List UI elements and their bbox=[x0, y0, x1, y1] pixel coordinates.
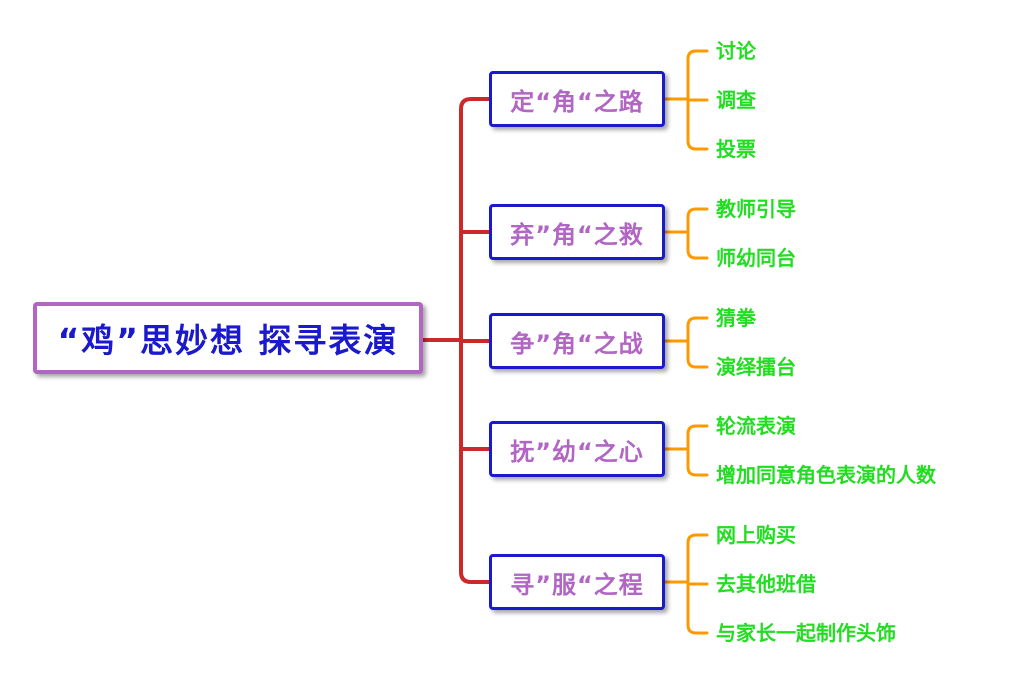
branch-label: 寻”服“之程 bbox=[510, 570, 644, 599]
leaf-label: 去其他班借 bbox=[716, 572, 816, 596]
branch-label: 争”角“之战 bbox=[510, 329, 644, 358]
leaf-label: 师幼同台 bbox=[716, 246, 796, 270]
leaf-bracket bbox=[686, 424, 709, 477]
branch-node-5: 寻”服“之程 bbox=[489, 554, 665, 610]
leaf-label: 讨论 bbox=[716, 39, 756, 63]
branch-label: 抚”幼“之心 bbox=[510, 437, 644, 466]
branch-label: 弃”角“之救 bbox=[510, 220, 644, 249]
branch-node-3: 争”角“之战 bbox=[489, 313, 665, 369]
trunk-lines bbox=[421, 97, 491, 584]
branch-node-4: 抚”幼“之心 bbox=[489, 421, 665, 477]
root-label: “鸡”思妙想 探寻表演 bbox=[57, 321, 399, 360]
leaf-label: 轮流表演 bbox=[716, 414, 796, 438]
branch-label: 定“角“之路 bbox=[510, 87, 644, 116]
leaf-label: 猜拳 bbox=[716, 306, 756, 330]
root-node: “鸡”思妙想 探寻表演 bbox=[33, 302, 423, 374]
leaf-label: 与家长一起制作头饰 bbox=[716, 621, 896, 645]
branch-node-1: 定“角“之路 bbox=[489, 71, 665, 127]
leaf-label: 演绎擂台 bbox=[716, 355, 796, 379]
leaf-label: 投票 bbox=[716, 137, 756, 161]
leaf-bracket bbox=[686, 207, 709, 260]
leaf-label: 增加同意角色表演的人数 bbox=[716, 463, 936, 487]
leaf-label: 调查 bbox=[716, 88, 756, 112]
branch-node-2: 弃”角“之救 bbox=[489, 204, 665, 260]
leaf-bracket bbox=[686, 316, 709, 369]
leaf-lines bbox=[663, 49, 709, 635]
leaf-label: 网上购买 bbox=[716, 523, 796, 547]
leaf-label: 教师引导 bbox=[716, 197, 796, 221]
